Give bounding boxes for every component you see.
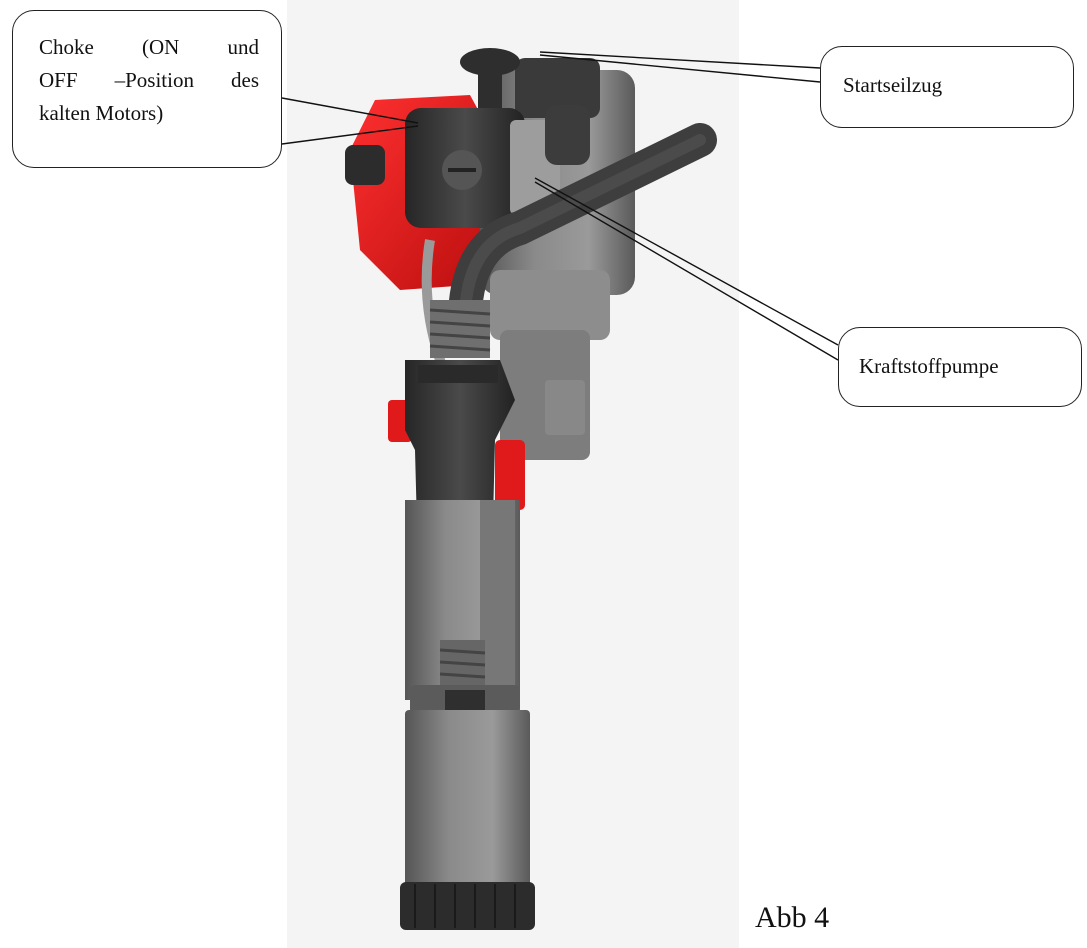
upper-spring (430, 300, 490, 358)
gearbox (490, 270, 610, 340)
lower-spring (440, 640, 485, 685)
side-knob (345, 145, 385, 185)
start-pull-label: Startseilzug (843, 73, 942, 97)
bottom-cylinder (405, 710, 530, 890)
callout-start-pull: Startseilzug (820, 46, 1074, 128)
choke-label-line-3: kalten Motors) (39, 97, 259, 130)
throttle-red-right (495, 440, 525, 510)
choke-label-line-1: Choke (ON und (39, 31, 259, 64)
choke-label-line-2: OFF –Position des (39, 64, 259, 97)
callout-choke: Choke (ON und OFF –Position des kalten M… (12, 10, 282, 168)
figure-caption: Abb 4 (755, 898, 829, 938)
fuel-pump-label: Kraftstoffpumpe (859, 354, 999, 378)
callout-fuel-pump: Kraftstoffpumpe (838, 327, 1082, 407)
